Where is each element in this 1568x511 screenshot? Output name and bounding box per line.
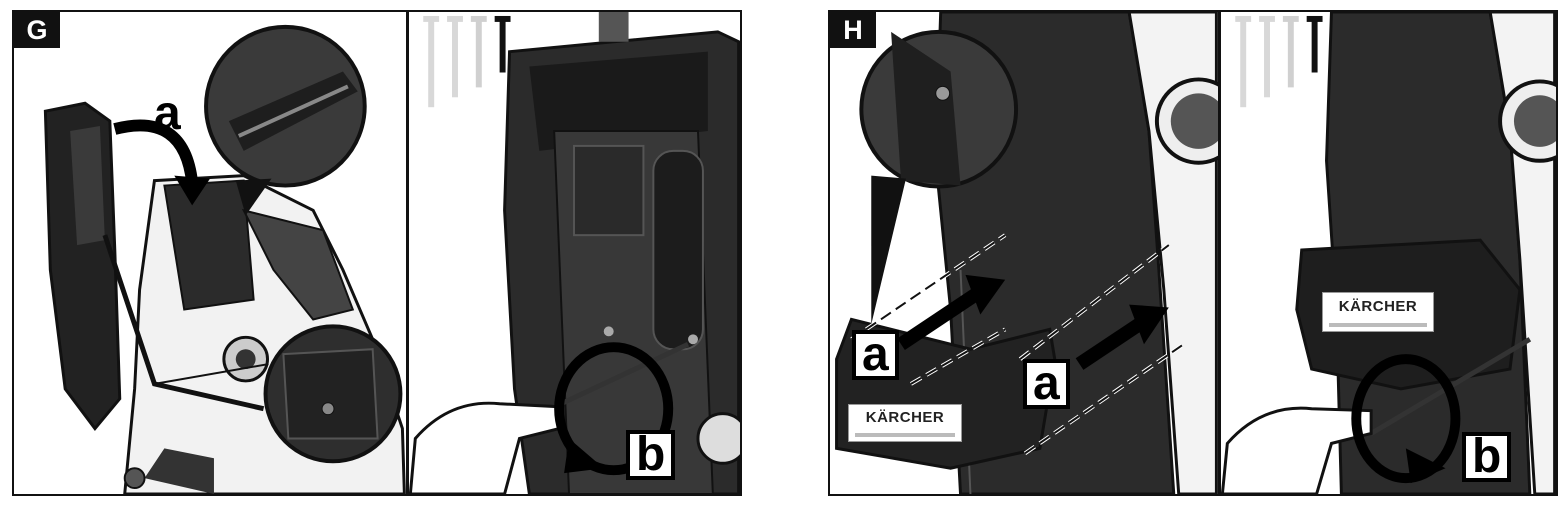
curved-arrow-icon <box>113 119 199 184</box>
callout-label-b: b <box>626 430 676 480</box>
rotation-arrow-icon <box>554 342 674 476</box>
screw-icon <box>1311 17 1318 73</box>
brand-plate-mounted: KÄRCHER <box>1322 292 1434 332</box>
panel-h-attach-holder <box>830 12 1218 494</box>
brand-logo-text: KÄRCHER <box>1338 298 1418 315</box>
arrow-icon <box>897 288 980 351</box>
panel-h-screw-fastening <box>1221 12 1556 494</box>
illustration-h-screw <box>1221 12 1556 494</box>
illustration-g-screw <box>409 12 740 494</box>
screws-legend <box>1235 15 1323 108</box>
callout-label-b: b <box>1462 432 1512 482</box>
panel-g-screw-fastening <box>409 12 740 494</box>
callout-label-a-right: a <box>1023 359 1070 409</box>
brand-plate-front: KÄRCHER <box>848 404 962 442</box>
arrow-icon <box>1075 318 1143 370</box>
panel-divider <box>1218 12 1221 494</box>
callout-label-a: a <box>154 87 181 140</box>
rotation-arrow-icon <box>1351 354 1461 484</box>
illustration-g-holder <box>43 24 406 494</box>
illustration-h-holder <box>835 12 1218 494</box>
hand <box>1221 406 1373 494</box>
brand-logo-text: KÄRCHER <box>865 409 945 426</box>
screws-legend <box>423 15 511 108</box>
figure-label-h: H <box>830 12 876 48</box>
figure-label-g: G <box>14 12 60 48</box>
hand <box>409 401 561 494</box>
callout-label-a-left: a <box>852 330 899 380</box>
figure-g: G <box>12 10 742 496</box>
panel-divider <box>406 12 409 494</box>
panel-g-attach-holder <box>14 12 406 494</box>
figure-h: H <box>828 10 1558 496</box>
screw-icon <box>499 17 506 73</box>
